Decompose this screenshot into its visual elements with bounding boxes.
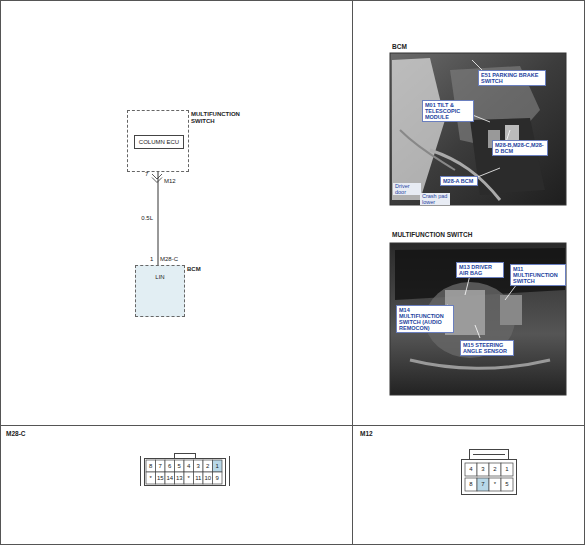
pin-cell — [156, 460, 166, 472]
callout-label: M14 MULTIFUNCTION SWITCH (AUDIO REMOCON) — [396, 305, 454, 333]
connector-title: M12 — [360, 430, 373, 437]
pin-cell — [465, 478, 477, 491]
pin-number: 4 — [465, 466, 477, 473]
pin-number: 11 — [194, 475, 204, 482]
pin-cell — [477, 478, 489, 491]
pin-cell — [203, 472, 213, 484]
pin-cell — [184, 472, 194, 484]
pin-number: 2 — [203, 463, 213, 470]
pin-cell — [213, 460, 223, 472]
pin-cell — [146, 472, 156, 484]
pin-cell — [489, 463, 501, 476]
module-name: MULTIFUNCTION SWITCH — [191, 111, 239, 125]
box-text: LIN — [136, 274, 184, 281]
pin-number: 15 — [156, 475, 166, 482]
pin-cell — [465, 463, 477, 476]
pin-number: 7 — [156, 463, 166, 470]
box-text: COLUMN ECU — [135, 139, 183, 146]
wire-spec: 0.5L — [140, 215, 154, 222]
pin-number: 10 — [203, 475, 213, 482]
pin-number: 1 — [213, 463, 223, 470]
pin-cell — [175, 460, 185, 472]
connector-id: M12 — [164, 178, 176, 185]
module-box: MULTIFUNCTION SWITCHCOLUMN ECU — [127, 110, 189, 172]
callout-label: M15 STEERING ANGLE SENSOR — [460, 340, 514, 356]
pin-number: 3 — [477, 466, 489, 473]
photo-note: Driver door — [393, 183, 421, 195]
connector-title: M28-C — [6, 430, 26, 437]
pin-number: 14 — [165, 475, 175, 482]
pin-number: 7 — [477, 481, 489, 488]
pin-cell — [194, 472, 204, 484]
pin-cell — [501, 478, 513, 491]
pin-number: 8 — [146, 463, 156, 470]
callout-label: M11 MULTIFUNCTION SWITCH — [510, 264, 566, 286]
photo-note: Crash pad lower — [420, 193, 450, 205]
callout-label: M01 TILT & TELESCOPIC MODULE — [422, 100, 474, 122]
pin-cell — [203, 460, 213, 472]
pin-cell — [156, 472, 166, 484]
pin-cell — [165, 472, 175, 484]
pin-cell — [477, 463, 489, 476]
pin-number: 1 — [501, 466, 513, 473]
pin-cell — [175, 472, 185, 484]
callout-label: M28-B,M28-C,M28-D BCM — [492, 140, 548, 156]
pin-number: 8 — [465, 481, 477, 488]
pin-number: * — [489, 481, 501, 488]
wire — [158, 172, 159, 265]
photo-title: MULTIFUNCTION SWITCH — [392, 231, 472, 238]
pin-number: 13 — [175, 475, 185, 482]
pin-cell — [489, 478, 501, 491]
pin-number: 5 — [175, 463, 185, 470]
pin-cell — [501, 463, 513, 476]
connector-id: M28-C — [160, 256, 178, 263]
pin-cell — [194, 460, 204, 472]
pin-cell — [165, 460, 175, 472]
callout-label: M13 DRIVER AIR BAG — [456, 262, 504, 278]
module-box: BCMLIN — [135, 265, 185, 317]
pin-number: 9 — [213, 475, 223, 482]
pin-number: 4 — [184, 463, 194, 470]
callout-label: M28-A BCM — [440, 176, 478, 186]
photo-title: BCM — [392, 43, 407, 50]
pin-number: * — [184, 475, 194, 482]
pin-number: 1 — [150, 256, 153, 263]
pin-number: 7 — [145, 171, 148, 178]
pin-cell — [146, 460, 156, 472]
pin-number: 6 — [165, 463, 175, 470]
pin-number: 2 — [489, 466, 501, 473]
pin-cell — [213, 472, 223, 484]
ecu-box: COLUMN ECU — [134, 135, 184, 149]
pin-cell — [184, 460, 194, 472]
pin-number: * — [146, 475, 156, 482]
module-name: BCM — [187, 266, 235, 273]
pin-number: 5 — [501, 481, 513, 488]
pin-number: 3 — [194, 463, 204, 470]
callout-label: E51 PARKING BRAKE SWITCH — [478, 70, 546, 86]
